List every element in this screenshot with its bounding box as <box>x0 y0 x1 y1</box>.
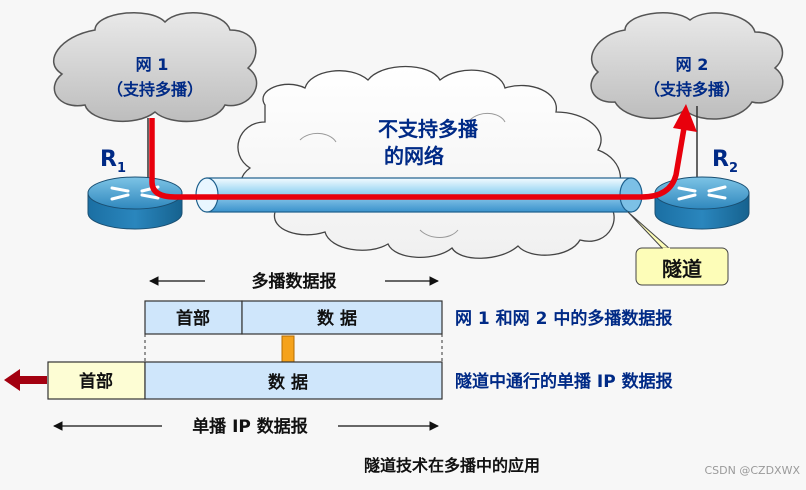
network-1-cloud <box>52 11 258 123</box>
network-2-cloud <box>590 12 784 120</box>
middle-cloud-line1: 不支持多播 <box>378 117 479 141</box>
router-r1 <box>87 176 183 230</box>
tunnel-callout-label: 隧道 <box>662 257 702 281</box>
multicast-span-label: 多播数据报 <box>252 271 337 292</box>
watermark: CSDN @CZDXWX <box>705 464 801 477</box>
middle-cloud-line2: 的网络 <box>384 144 444 168</box>
tunnel-path-line <box>149 118 687 200</box>
router-r2-label: R2 <box>712 147 738 176</box>
network-1-sublabel: （支持多播） <box>107 80 203 99</box>
unicast-header-cell <box>47 361 146 400</box>
multicast-data-cell <box>241 300 443 335</box>
unicast-data-label: 数 据 <box>268 372 308 393</box>
unicast-datagram <box>47 361 443 400</box>
unicast-caption: 隧道中通行的单播 IP 数据报 <box>455 371 673 392</box>
network-2-sublabel: （支持多播） <box>644 80 740 99</box>
router-r2 <box>654 176 750 230</box>
multicast-caption: 网 1 和网 2 中的多播数据报 <box>455 308 672 329</box>
unicast-data-cell <box>144 361 443 400</box>
multicast-datagram <box>144 300 443 335</box>
unicast-span-label: 单播 IP 数据报 <box>192 416 308 437</box>
multicast-header-label: 首部 <box>176 308 210 329</box>
network-2-label: 网 2 <box>676 55 709 74</box>
figure-caption: 隧道技术在多播中的应用 <box>364 456 540 475</box>
send-left-arrow <box>4 369 47 391</box>
multicast-header-cell <box>144 300 243 335</box>
multicast-data-label: 数 据 <box>317 308 357 329</box>
router-arrows-icon <box>677 185 727 201</box>
unicast-header-label: 首部 <box>79 371 113 392</box>
network-1-label: 网 1 <box>136 55 169 74</box>
router-r1-label: R1 <box>100 147 126 176</box>
tunnel-path-arrowhead <box>673 104 697 132</box>
tunnel-callout <box>627 211 729 286</box>
